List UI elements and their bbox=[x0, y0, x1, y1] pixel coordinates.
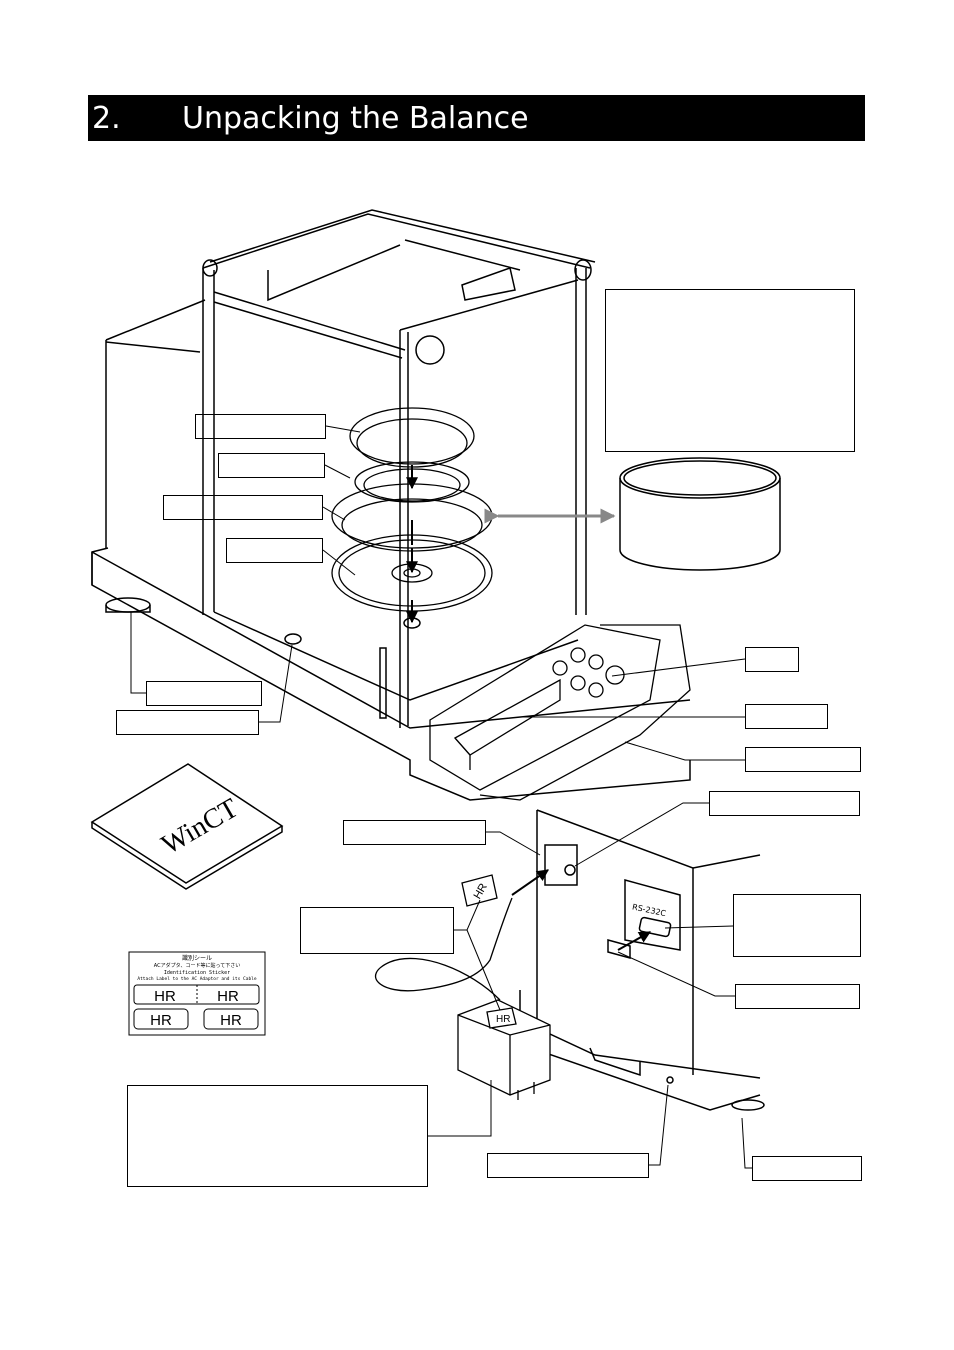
label-box-adapter-note bbox=[127, 1085, 428, 1187]
label-box-serial-interface bbox=[733, 894, 861, 957]
display-panel bbox=[429, 624, 691, 801]
leader-lines bbox=[130, 425, 752, 1169]
sticker-line1: 識別シール bbox=[182, 954, 212, 962]
sticker-tag: HR bbox=[150, 1012, 172, 1029]
adapter-body-tag: HR bbox=[496, 1014, 510, 1025]
sticker-tag: HR bbox=[154, 988, 176, 1005]
identification-sticker: 識別シール ACアダプタ、コード等に貼って下さい Identification … bbox=[128, 951, 266, 1036]
label-box-adapter-plug bbox=[343, 820, 486, 845]
label-box-weighing-pan bbox=[218, 453, 325, 478]
label-box-ac-adapter-jack bbox=[709, 791, 860, 816]
rs232c-label: RS-232C bbox=[631, 902, 667, 918]
label-box-ac-adapter bbox=[300, 907, 454, 954]
balance-rear bbox=[519, 809, 765, 1111]
label-box-keys bbox=[745, 647, 799, 672]
label-box-display-cover bbox=[745, 747, 861, 772]
section-title-bar: 2. Unpacking the Balance bbox=[88, 95, 865, 141]
software-package: WinCT bbox=[90, 763, 284, 890]
rear-arrows bbox=[511, 869, 652, 951]
label-box-pan-support bbox=[163, 495, 323, 520]
section-number: 2. bbox=[92, 101, 121, 136]
label-box-note bbox=[605, 289, 855, 452]
balance-body bbox=[91, 209, 691, 801]
label-box-anti-theft-hook bbox=[487, 1153, 649, 1178]
breeze-ring bbox=[619, 457, 781, 571]
sticker-line2: ACアダプタ、コード等に貼って下さい bbox=[154, 962, 240, 969]
label-box-dust-plate bbox=[226, 538, 323, 563]
sticker-line4: Attach Label to the AC Adaptor and its C… bbox=[137, 976, 256, 982]
sticker-line3: Identification Sticker bbox=[164, 970, 230, 976]
pan-stack bbox=[331, 407, 493, 612]
label-box-breeze-ring bbox=[195, 414, 326, 439]
sticker-tag: HR bbox=[220, 1012, 242, 1029]
ac-adapter bbox=[375, 874, 551, 1100]
label-box-rear-foot bbox=[752, 1156, 862, 1181]
section-title: Unpacking the Balance bbox=[182, 101, 529, 136]
label-box-leveling-foot bbox=[146, 681, 262, 706]
label-box-in-use-cover bbox=[735, 984, 860, 1009]
sticker-tag: HR bbox=[217, 988, 239, 1005]
label-box-level-indicator bbox=[116, 710, 259, 735]
label-box-display bbox=[745, 704, 828, 729]
